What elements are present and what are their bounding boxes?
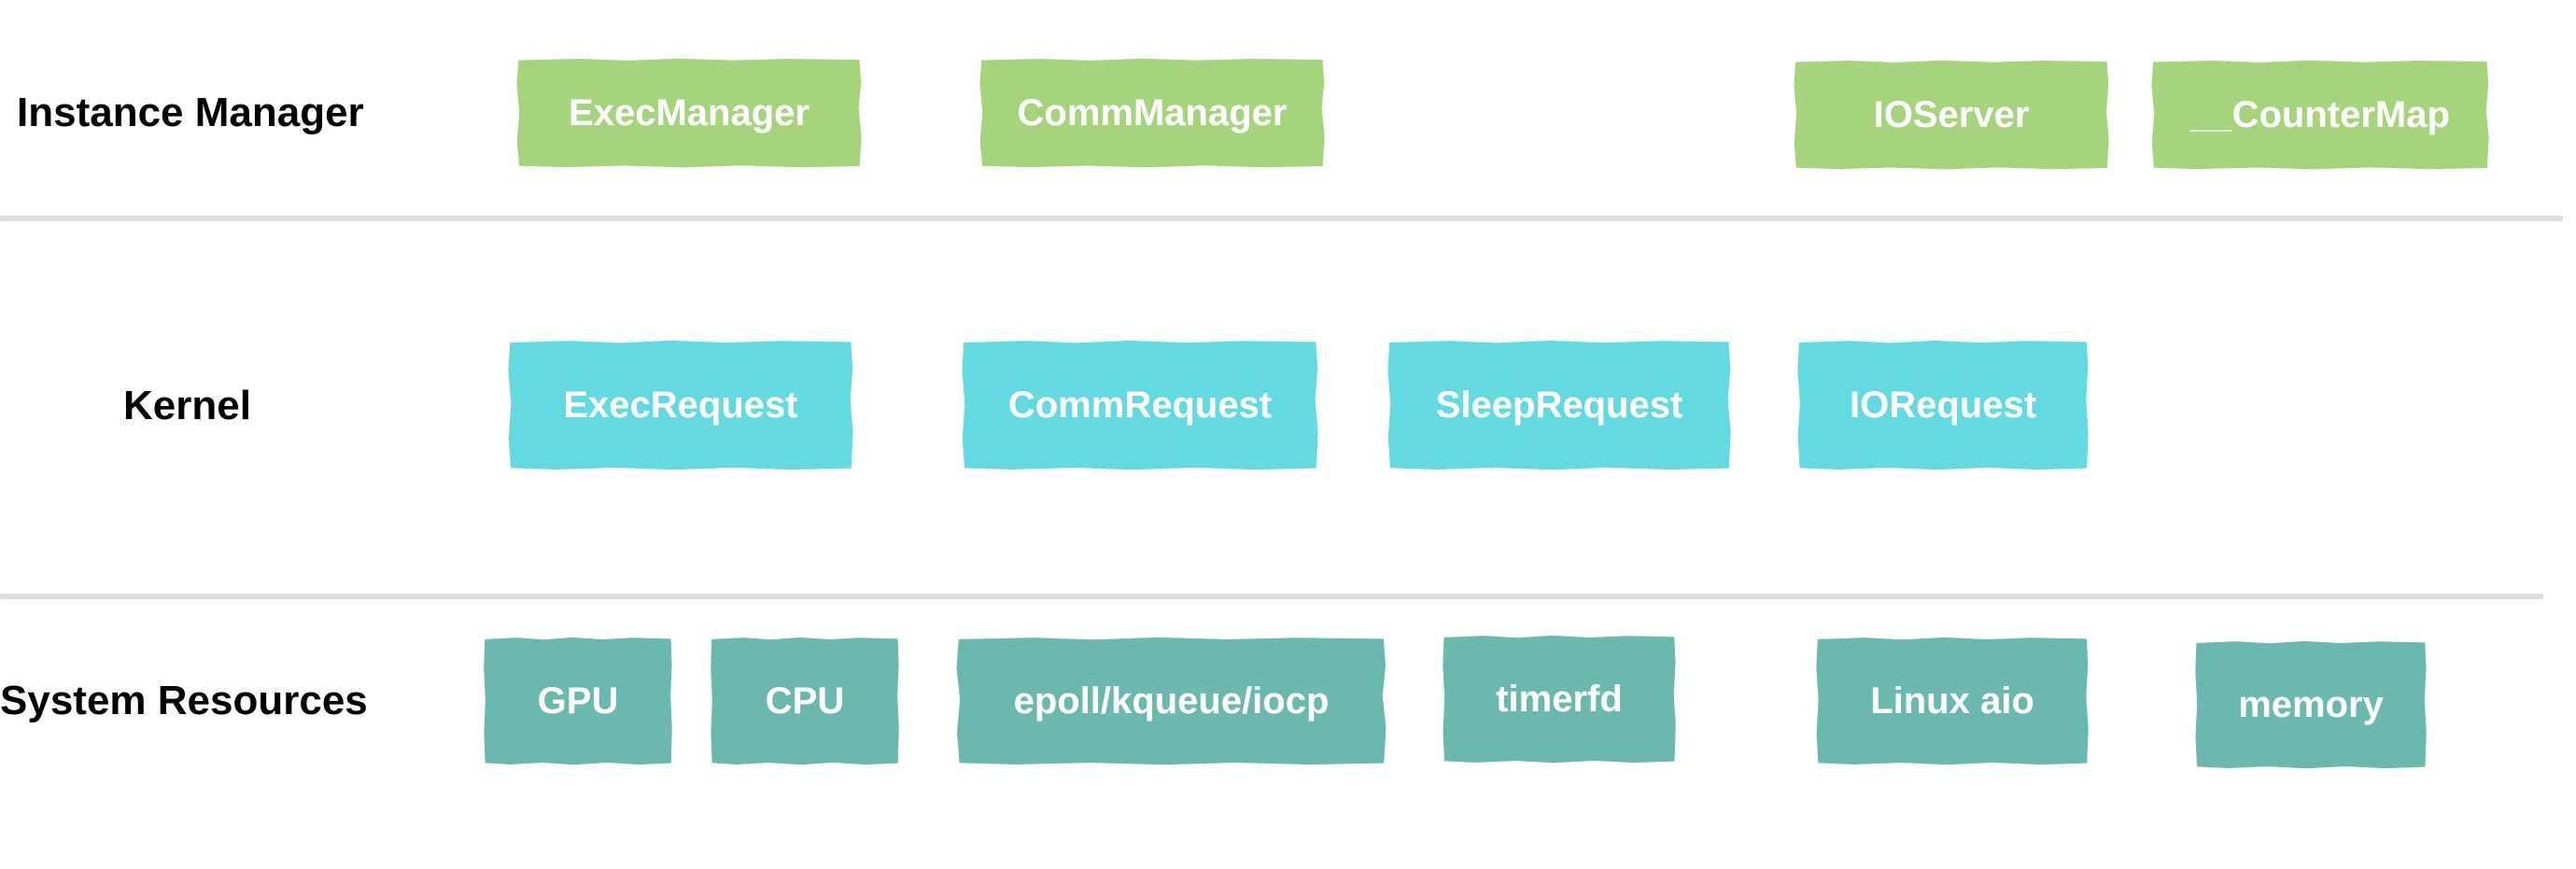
box-timerfd: timerfd [1443, 635, 1676, 764]
box-io-request: IORequest [1797, 340, 2089, 470]
box-exec-manager: ExecManager [516, 58, 862, 168]
box-epoll-kqueue-iocp: epoll/kqueue/iocp [956, 637, 1387, 765]
box-gpu: GPU [484, 637, 672, 765]
box-exec-request: ExecRequest [508, 340, 853, 470]
box-comm-request: CommRequest [962, 340, 1318, 470]
row-label-system-resources: System Resources [0, 678, 368, 723]
row-label-kernel: Kernel [123, 383, 251, 428]
row-label-instance-manager: Instance Manager [17, 90, 364, 135]
box-sleep-request: SleepRequest [1387, 340, 1731, 470]
box-linux-aio: Linux aio [1816, 637, 2089, 765]
box-cpu: CPU [711, 637, 899, 765]
box-memory: memory [2195, 640, 2427, 769]
row-divider-top [0, 216, 2563, 221]
row-divider-bottom [0, 594, 2543, 599]
box-io-server: IOServer [1794, 60, 2109, 170]
box-comm-manager: CommManager [979, 58, 1325, 168]
box-counter-map: __CounterMap [2151, 60, 2489, 170]
